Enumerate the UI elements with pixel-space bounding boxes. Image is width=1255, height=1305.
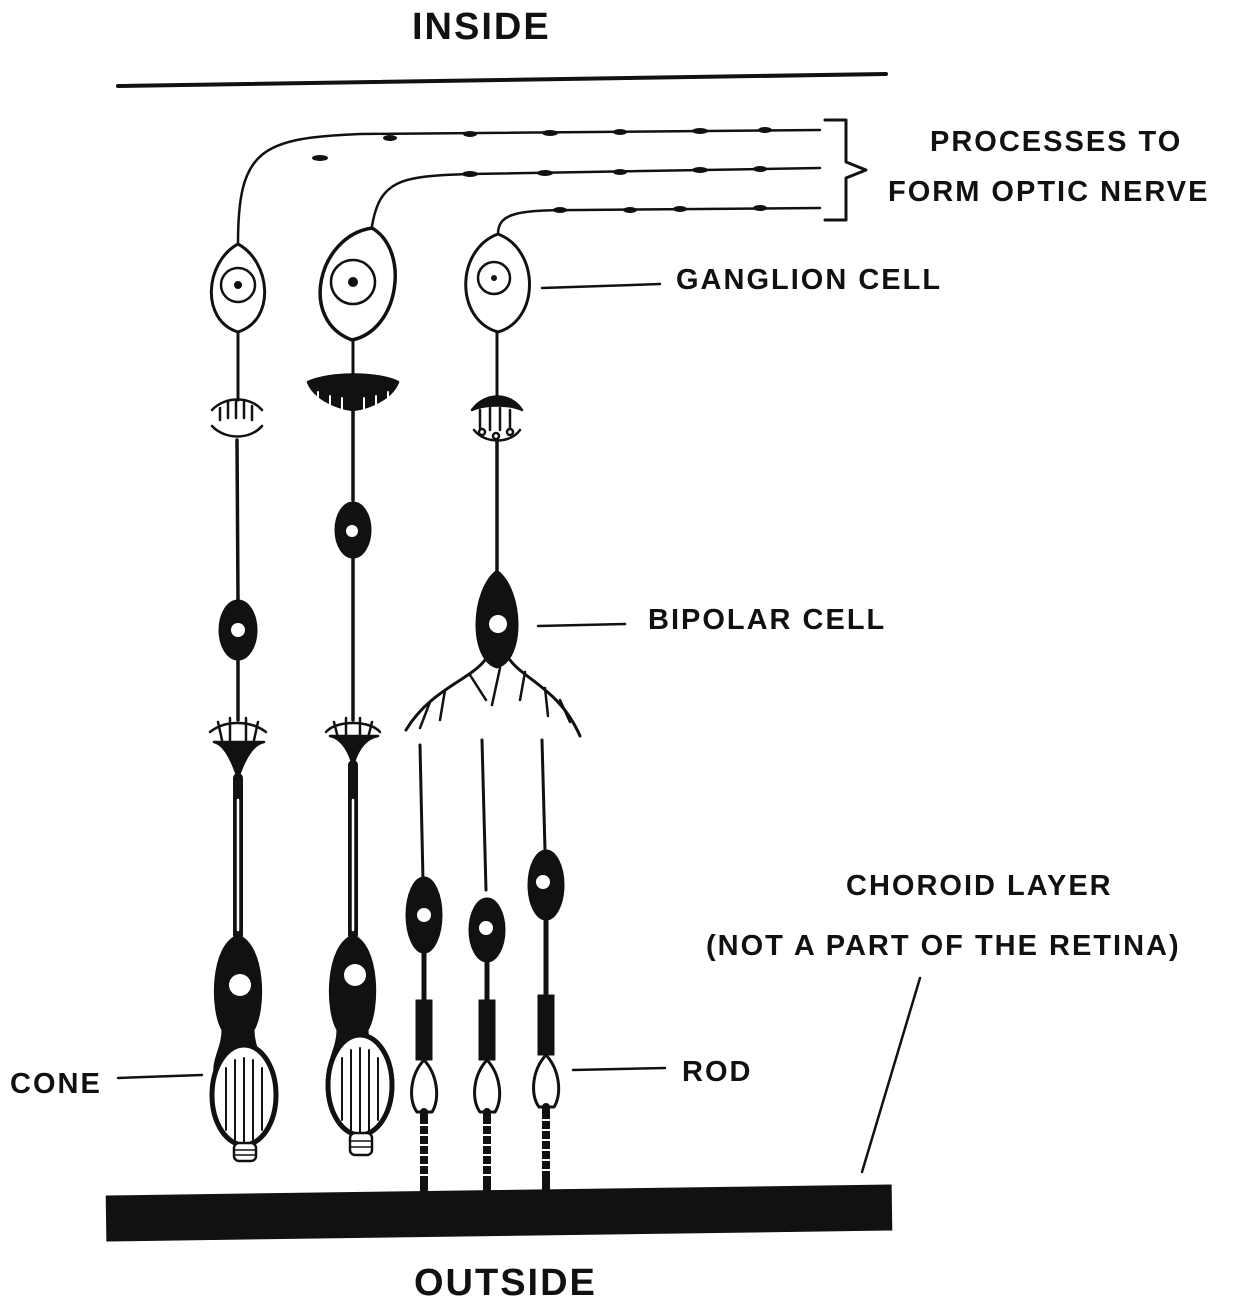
optic-nerve-brace (825, 120, 866, 220)
cone-2 (328, 765, 392, 1155)
label-cone: CONE (10, 1068, 102, 1101)
choroid-leader-line (862, 978, 920, 1172)
label-inside: INSIDE (412, 6, 551, 49)
synapse-ganglion-bipolar-1 (212, 400, 262, 437)
bipolar-cell-2 (335, 410, 371, 720)
synapse-ganglion-bipolar-3 (472, 397, 522, 441)
rod-2 (469, 740, 505, 1190)
axon-2 (372, 168, 820, 226)
cone-leader-line (118, 1075, 202, 1078)
ganglion-leader-line (542, 284, 660, 288)
ganglion-cell-3 (466, 234, 530, 395)
label-bipolar-cell: BIPOLAR CELL (648, 604, 886, 637)
axon-3 (498, 208, 820, 234)
axon-1 (238, 130, 820, 244)
synapse-bipolar-cone-1 (210, 718, 266, 778)
label-processes-line1: PROCESSES TO (930, 126, 1182, 159)
label-choroid-note: (NOT A PART OF THE RETINA) (706, 930, 1181, 963)
label-outside: OUTSIDE (414, 1262, 597, 1305)
inner-boundary-line (118, 74, 886, 86)
cone-1 (212, 778, 276, 1161)
bipolar-cell-1 (219, 440, 257, 720)
choroid-layer-bar (106, 1185, 893, 1242)
label-ganglion-cell: GANGLION CELL (676, 264, 942, 297)
bipolar-cell-3 (406, 440, 580, 736)
synapse-bipolar-cone-2 (326, 718, 380, 765)
label-choroid-layer: CHOROID LAYER (846, 870, 1113, 903)
ganglion-cell-1 (211, 244, 264, 400)
rod-1 (406, 745, 442, 1190)
bipolar-leader-line (538, 624, 625, 626)
rod-leader-line (573, 1068, 665, 1070)
ganglion-cell-2 (320, 228, 395, 375)
rod-3 (528, 740, 564, 1190)
label-processes-line2: FORM OPTIC NERVE (888, 176, 1210, 209)
synapse-ganglion-bipolar-2 (308, 375, 398, 411)
label-rod: ROD (682, 1056, 752, 1089)
